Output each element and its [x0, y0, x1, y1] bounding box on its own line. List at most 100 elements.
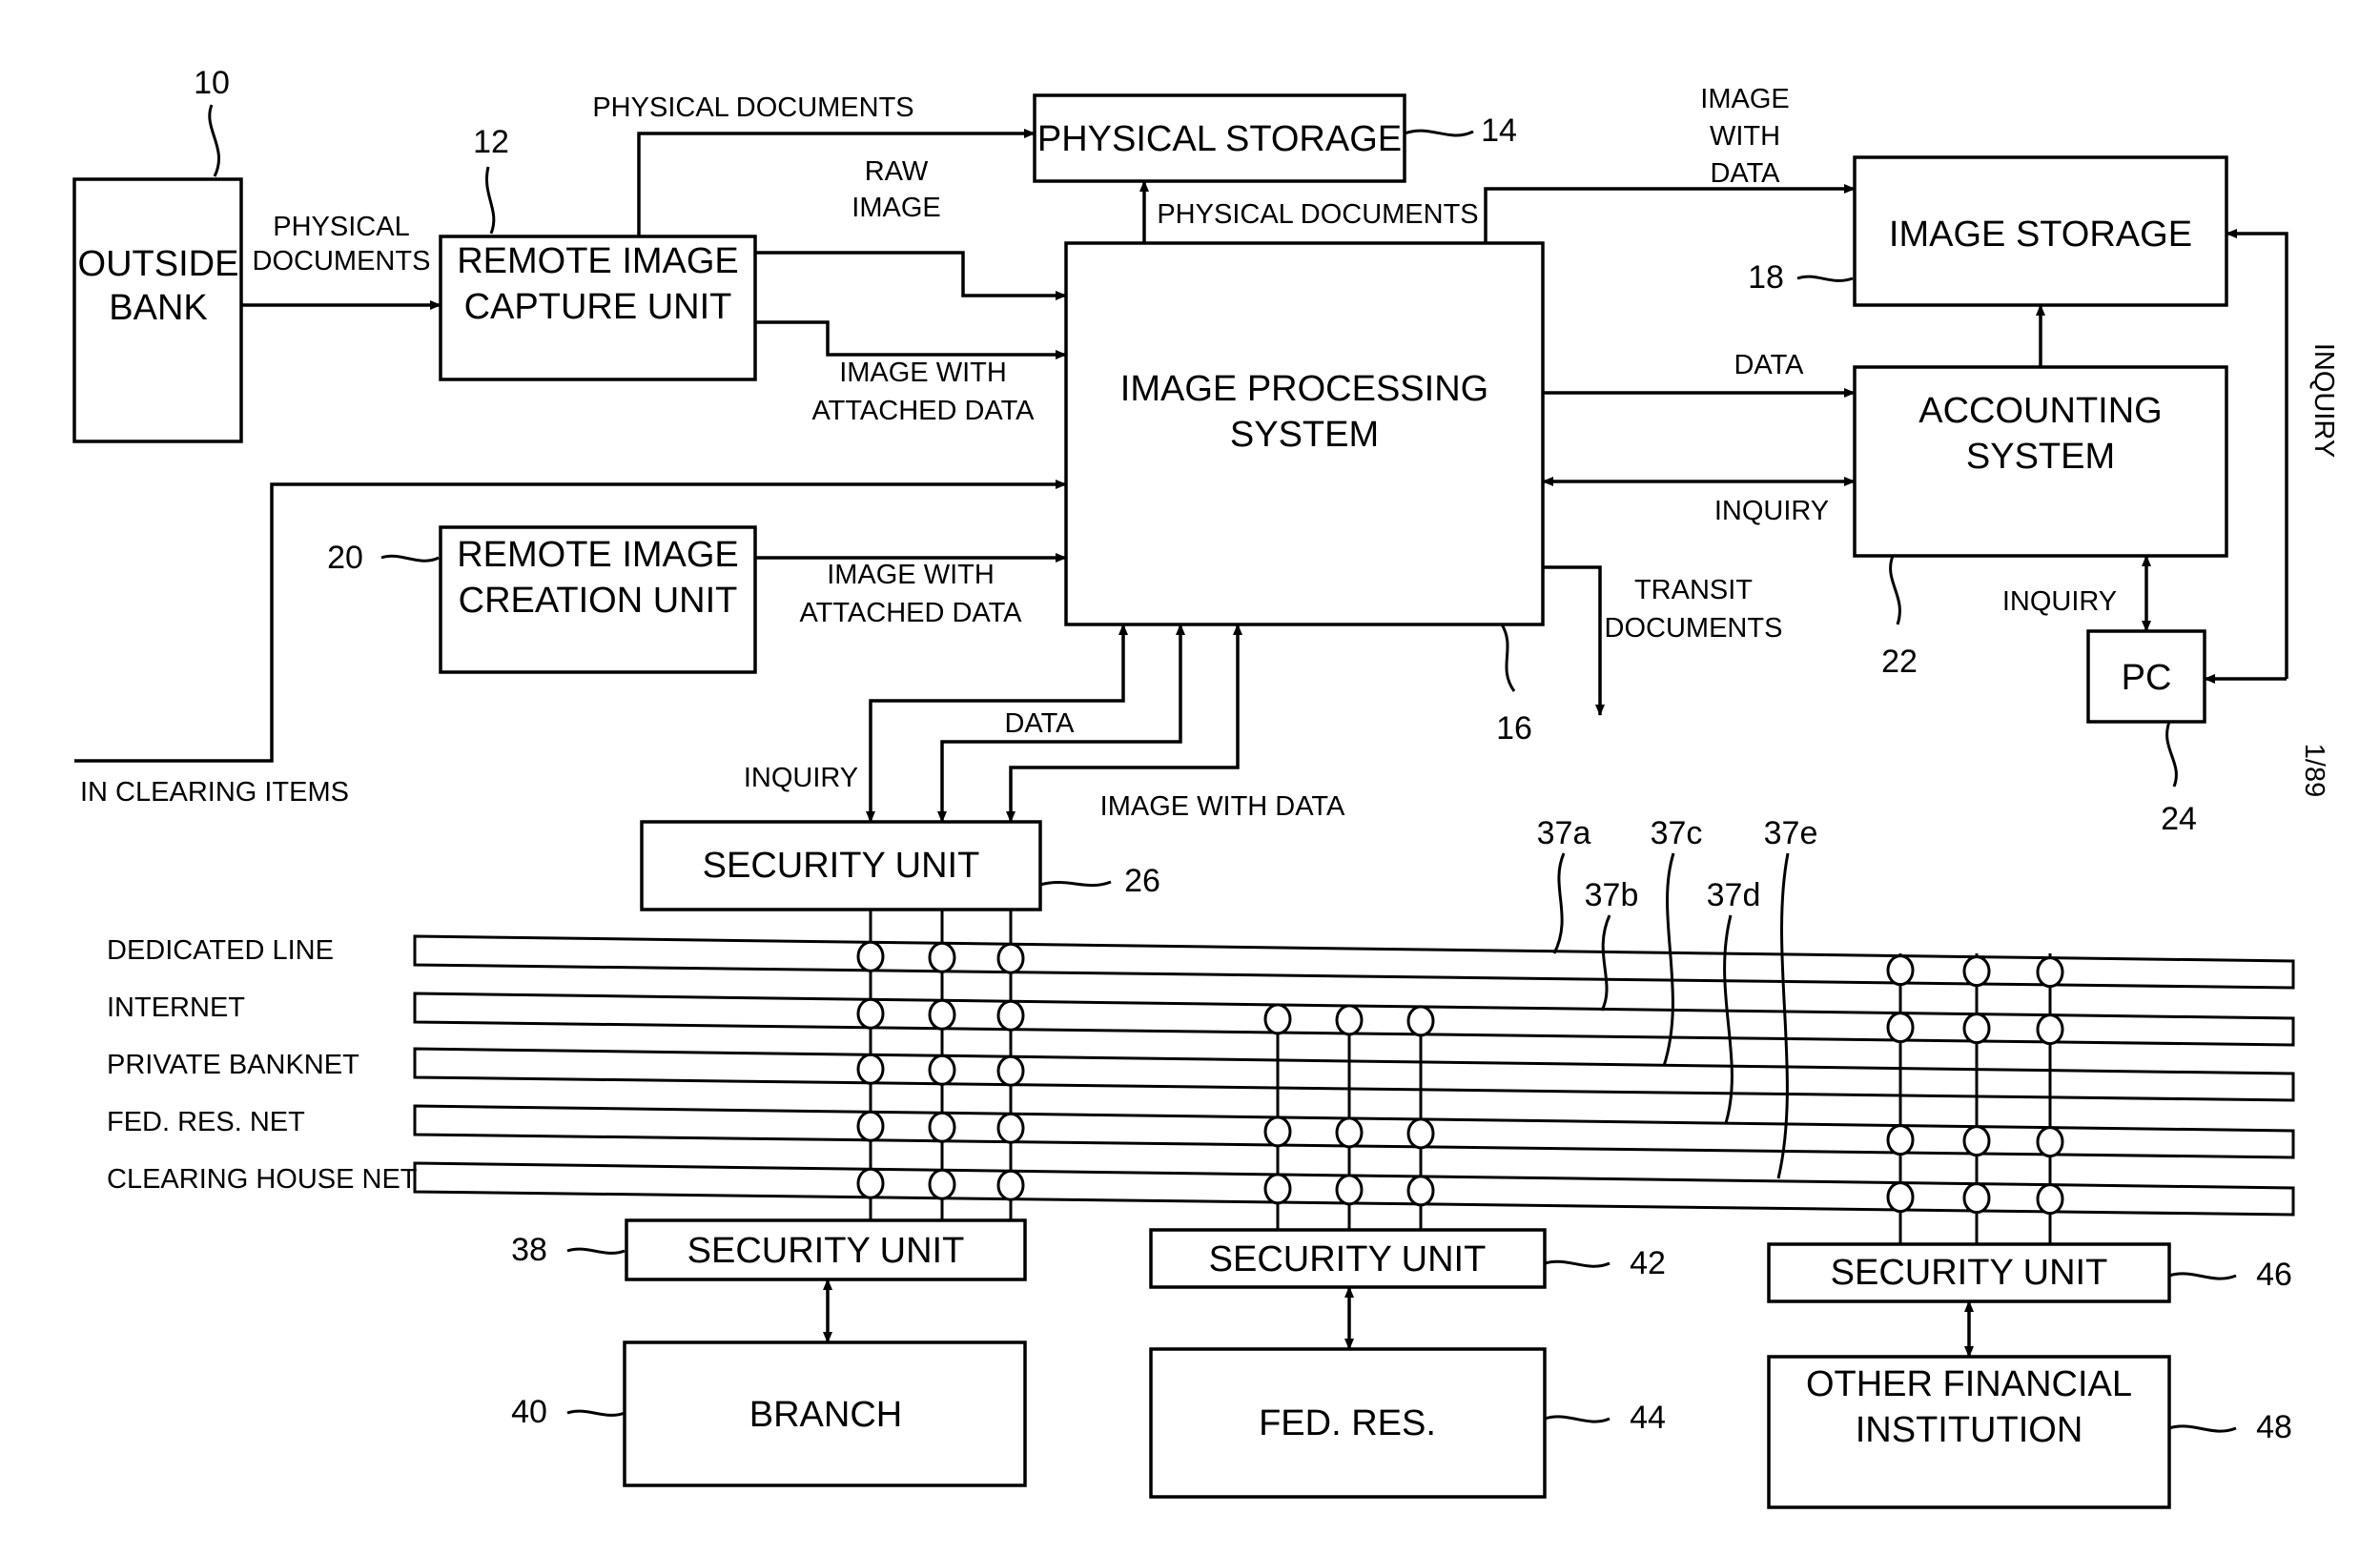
ref-37a: 37a [1537, 815, 1591, 851]
network-connector [2038, 1015, 2062, 1044]
network-band-private-banknet [415, 1049, 2293, 1100]
label-data-right: DATA [1734, 350, 1804, 380]
ref-42: 42 [1630, 1245, 1666, 1281]
label-image-with-data-bottom: IMAGE WITH DATA [1100, 791, 1345, 822]
network-connector [1888, 956, 1913, 985]
label-inquiry-vertical: INQUIRY [2308, 343, 2339, 458]
security-unit-branch-label: SECURITY UNIT [687, 1231, 965, 1271]
leader-38 [567, 1249, 625, 1253]
network-connector [998, 1056, 1023, 1085]
network-connector [858, 1112, 883, 1140]
remote-image-creation-label: REMOTE IMAGECREATION UNIT [457, 535, 739, 621]
network-connector [858, 942, 883, 971]
leader-22 [1891, 556, 1900, 624]
leader-42 [1545, 1261, 1610, 1266]
security-unit-other-label: SECURITY UNIT [1831, 1253, 2108, 1293]
network-connector [1337, 1176, 1362, 1204]
label-physical-documents-2: PHYSICAL DOCUMENTS [592, 92, 913, 123]
leader-37c [1664, 853, 1673, 1066]
ref-37c: 37c [1651, 815, 1703, 851]
label-inquiry-pc: INQUIRY [2002, 586, 2117, 617]
leader-37b [1602, 915, 1610, 1011]
network-label-dedicated-line: DEDICATED LINE [107, 935, 334, 966]
remote-image-capture-label: REMOTE IMAGECAPTURE UNIT [457, 241, 739, 327]
network-connector [1408, 1176, 1433, 1205]
network-connector [2038, 1185, 2062, 1214]
network-label-fed-res-net: FED. RES. NET [107, 1107, 305, 1137]
network-connector [930, 1055, 954, 1084]
leader-40 [567, 1411, 625, 1415]
network-connector [2038, 1128, 2062, 1156]
network-connector [1408, 1007, 1433, 1035]
leader-37a [1554, 853, 1564, 953]
network-label-internet: INTERNET [107, 992, 245, 1023]
label-in-clearing-items: IN CLEARING ITEMS [80, 777, 349, 808]
arrow-inquiry-security [871, 624, 1123, 822]
network-connector [1337, 1118, 1362, 1147]
security-unit-top-label: SECURITY UNIT [703, 846, 980, 886]
network-connector [930, 1170, 954, 1198]
network-connector [1265, 1175, 1290, 1203]
arrow-capture-attached [755, 322, 1066, 355]
ref-38: 38 [511, 1232, 547, 1268]
ref-26: 26 [1124, 863, 1160, 899]
network-connector [1337, 1006, 1362, 1034]
leader-10 [210, 105, 219, 176]
network-label-clearing-house: CLEARING HOUSE NET [107, 1164, 418, 1195]
ref-44: 44 [1630, 1400, 1666, 1436]
ref-18: 18 [1748, 259, 1784, 296]
network-connector [930, 943, 954, 972]
network-connector [1888, 1126, 1913, 1155]
arrow-image-with-data [1486, 189, 1855, 243]
ref-12: 12 [473, 124, 509, 160]
pc-label: PC [2122, 658, 2172, 698]
leader-16 [1502, 624, 1514, 691]
outside-bank-label: OUTSIDEBANK [78, 244, 239, 328]
network-connector [1964, 1127, 1989, 1156]
ref-20: 20 [327, 540, 363, 576]
accounting-system-label: ACCOUNTINGSYSTEM [1918, 391, 2162, 477]
ref-48: 48 [2256, 1409, 2292, 1445]
network-connector [1964, 1184, 1989, 1213]
ref-24: 24 [2161, 801, 2197, 837]
network-connector [858, 1054, 883, 1083]
leader-12 [486, 167, 493, 234]
physical-storage-label: PHYSICAL STORAGE [1037, 119, 1402, 159]
network-connector [930, 1113, 954, 1141]
ref-10: 10 [194, 65, 230, 101]
ref-14: 14 [1481, 113, 1517, 149]
leader-20 [381, 556, 439, 561]
network-connector [930, 1000, 954, 1029]
arrow-inquiry-loop-to-storage [2226, 234, 2287, 679]
leader-14 [1405, 131, 1473, 135]
network-connector [858, 999, 883, 1028]
network-connector [858, 1169, 883, 1197]
network-connector [1408, 1119, 1433, 1148]
ref-37e: 37e [1764, 815, 1818, 851]
network-connector [1265, 1117, 1290, 1146]
label-inquiry-bottom: INQUIRY [744, 763, 858, 793]
network-connector [998, 1171, 1023, 1199]
label-raw-image: RAWIMAGE [851, 156, 940, 223]
leader-26 [1040, 882, 1111, 886]
leader-18 [1797, 276, 1853, 280]
arrow-physical-docs-storage [639, 133, 1035, 236]
label-image-with-data-top: IMAGEWITHDATA [1700, 84, 1789, 189]
ref-40: 40 [511, 1394, 547, 1430]
network-connector [1888, 1013, 1913, 1042]
network-label-private-banknet: PRIVATE BANKNET [107, 1050, 359, 1080]
network-band-dedicated-line [415, 936, 2293, 988]
label-image-attached-1: IMAGE WITHATTACHED DATA [811, 358, 1035, 426]
network-connector [1265, 1005, 1290, 1033]
network-connector [998, 944, 1023, 972]
network-connector [1964, 1014, 1989, 1043]
ref-37d: 37d [1707, 877, 1761, 913]
branch-label: BRANCH [749, 1395, 902, 1435]
label-physical-documents-3: PHYSICAL DOCUMENTS [1157, 199, 1478, 230]
security-unit-fed-label: SECURITY UNIT [1209, 1239, 1487, 1279]
network-connector [1888, 1183, 1913, 1212]
leader-37e [1778, 853, 1788, 1178]
fed-res-label: FED. RES. [1259, 1403, 1436, 1443]
label-physical-documents-1: PHYSICALDOCUMENTS [253, 212, 431, 276]
